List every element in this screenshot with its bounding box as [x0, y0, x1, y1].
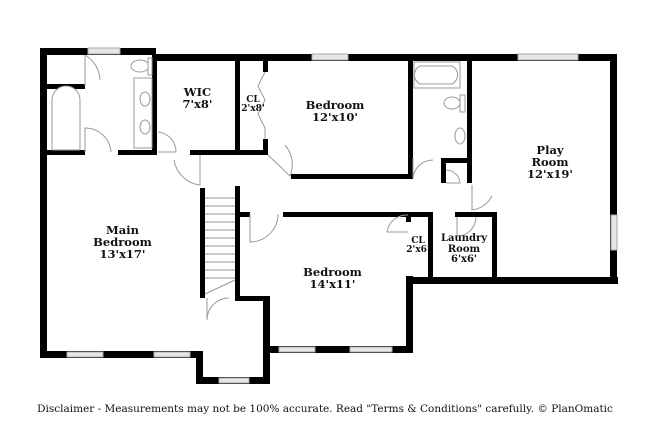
room-label-main-bedroom: Main Bedroom 13'x17' [85, 224, 160, 260]
room-name: Bedroom [303, 265, 362, 279]
room-size: 13'x17' [99, 247, 146, 262]
room-label-laundry-room: Laundry Room 6'x6' [432, 233, 496, 266]
room-name-1: Play [536, 143, 564, 157]
room-name-1: Main [106, 223, 139, 237]
room-name-1: Laundry [440, 233, 488, 244]
room-label-bedroom-bottom: Bedroom 14'x11' [290, 266, 375, 290]
disclaimer-text: Disclaimer - Measurements may not be 100… [37, 403, 613, 415]
room-label-bedroom-top: Bedroom 12'x10' [295, 99, 375, 123]
room-size: 12'x19' [527, 167, 573, 182]
room-name-2: Room [531, 155, 569, 170]
fixtures [51, 57, 466, 151]
room-name: CL [246, 95, 260, 105]
room-label-play-room: Play Room 12'x19' [515, 144, 585, 180]
room-label-closet-mid: CL 2'x6' [404, 236, 432, 256]
room-size: 14'x11' [309, 277, 356, 292]
room-name: Bedroom [305, 98, 365, 112]
room-name-2: Room [447, 243, 481, 255]
room-size: 6'x6' [450, 254, 477, 265]
stairs [204, 197, 236, 295]
room-size: 7'x8' [182, 97, 213, 112]
room-name: WIC [183, 85, 212, 99]
room-size: 2'x6' [406, 245, 430, 256]
room-label-closet-top: CL 2'x8' [238, 95, 268, 115]
room-name-2: Bedroom [93, 235, 152, 250]
room-size: 2'x8' [241, 104, 265, 115]
room-name: CL [411, 236, 425, 246]
doors [84, 54, 493, 321]
room-label-wic: WIC 7'x8' [170, 86, 225, 110]
interior-walls [47, 54, 497, 301]
windows [66, 47, 618, 384]
room-size: 12'x10' [312, 110, 358, 125]
